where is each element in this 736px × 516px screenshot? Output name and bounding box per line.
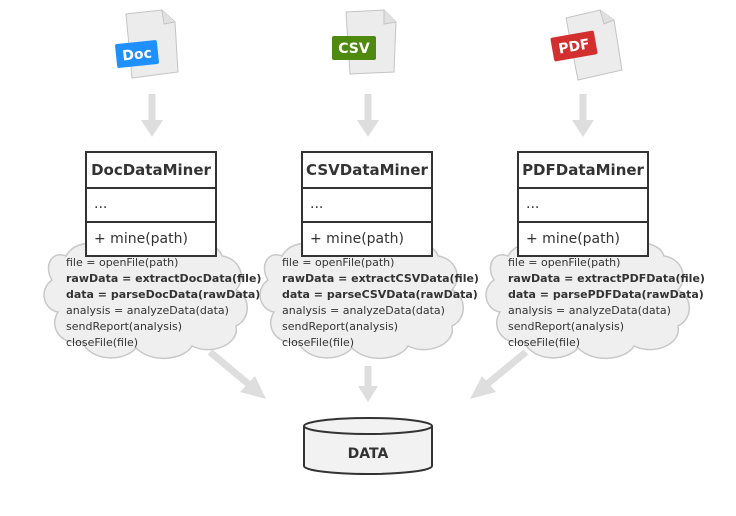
csv-class-fields: ... xyxy=(310,196,323,212)
arrowhead-csv-icon-to-class xyxy=(357,120,379,137)
pdf-class-box: PDFDataMiner ... + mine(path) xyxy=(517,151,649,257)
pdf-code-line-3: data = parsePDFData(rawData) xyxy=(508,288,704,301)
doc-code-line-2: rawData = extractDocData(file) xyxy=(66,272,261,285)
pdf-code-lines: file = openFile(path) rawData = extractP… xyxy=(508,256,705,349)
doc-file-icon: Doc xyxy=(115,9,179,79)
csv-code-line-2: rawData = extractCSVData(file) xyxy=(282,272,479,285)
pdf-code-line-2: rawData = extractPDFData(file) xyxy=(508,272,705,285)
arrows-to-data xyxy=(207,349,529,402)
doc-class-fields: ... xyxy=(94,196,107,212)
csv-class-box: CSVDataMiner ... + mine(path) xyxy=(301,151,433,257)
data-database-label: DATA xyxy=(348,446,389,462)
csv-file-icon: CSV xyxy=(332,9,397,75)
pdf-badge-label: PDF xyxy=(557,36,591,57)
pdf-code-line-1: file = openFile(path) xyxy=(508,256,620,269)
pdf-code-line-6: closeFile(file) xyxy=(508,336,580,349)
arrowhead-csv-to-data xyxy=(358,386,378,402)
doc-code-line-1: file = openFile(path) xyxy=(66,256,178,269)
doc-class-box: DocDataMiner ... + mine(path) xyxy=(85,151,217,257)
csv-class-method: + mine(path) xyxy=(310,231,404,247)
csv-code-line-1: file = openFile(path) xyxy=(282,256,394,269)
arrowhead-doc-to-data xyxy=(240,376,266,399)
arrowhead-pdf-to-data xyxy=(470,376,496,399)
arrowhead-pdf-icon-to-class xyxy=(572,120,594,137)
column-csv: CSV CSVDataMiner ... + mine(path) file =… xyxy=(259,9,479,360)
csv-class-name: CSVDataMiner xyxy=(306,161,428,179)
csv-code-line-4: analysis = analyzeData(data) xyxy=(282,304,445,317)
doc-badge-label: Doc xyxy=(122,45,153,64)
pdf-class-fields: ... xyxy=(526,196,539,212)
data-database: DATA xyxy=(303,417,433,475)
column-pdf: PDF PDFDataMiner ... + mine(path) file =… xyxy=(485,9,705,360)
column-doc: Doc DocDataMiner ... + mine(path) file =… xyxy=(43,9,261,360)
csv-code-line-3: data = parseCSVData(rawData) xyxy=(282,288,478,301)
doc-badge xyxy=(115,40,159,68)
doc-class-method: + mine(path) xyxy=(94,231,188,247)
doc-class-name: DocDataMiner xyxy=(91,161,211,179)
pdf-class-method: + mine(path) xyxy=(526,231,620,247)
csv-badge xyxy=(332,36,376,60)
csv-code-line-5: sendReport(analysis) xyxy=(282,320,398,333)
doc-code-line-6: closeFile(file) xyxy=(66,336,138,349)
pdf-code-line-4: analysis = analyzeData(data) xyxy=(508,304,671,317)
arrowhead-doc-icon-to-class xyxy=(141,120,163,137)
pdf-code-line-5: sendReport(analysis) xyxy=(508,320,624,333)
doc-code-line-5: sendReport(analysis) xyxy=(66,320,182,333)
doc-code-lines: file = openFile(path) rawData = extractD… xyxy=(66,256,261,349)
doc-code-line-4: analysis = analyzeData(data) xyxy=(66,304,229,317)
pdf-badge xyxy=(550,30,598,62)
csv-code-line-6: closeFile(file) xyxy=(282,336,354,349)
pdf-class-name: PDFDataMiner xyxy=(522,161,644,179)
pdf-file-icon: PDF xyxy=(550,9,623,81)
doc-code-line-3: data = parseDocData(rawData) xyxy=(66,288,260,301)
csv-code-lines: file = openFile(path) rawData = extractC… xyxy=(282,256,479,349)
csv-badge-label: CSV xyxy=(338,41,370,57)
